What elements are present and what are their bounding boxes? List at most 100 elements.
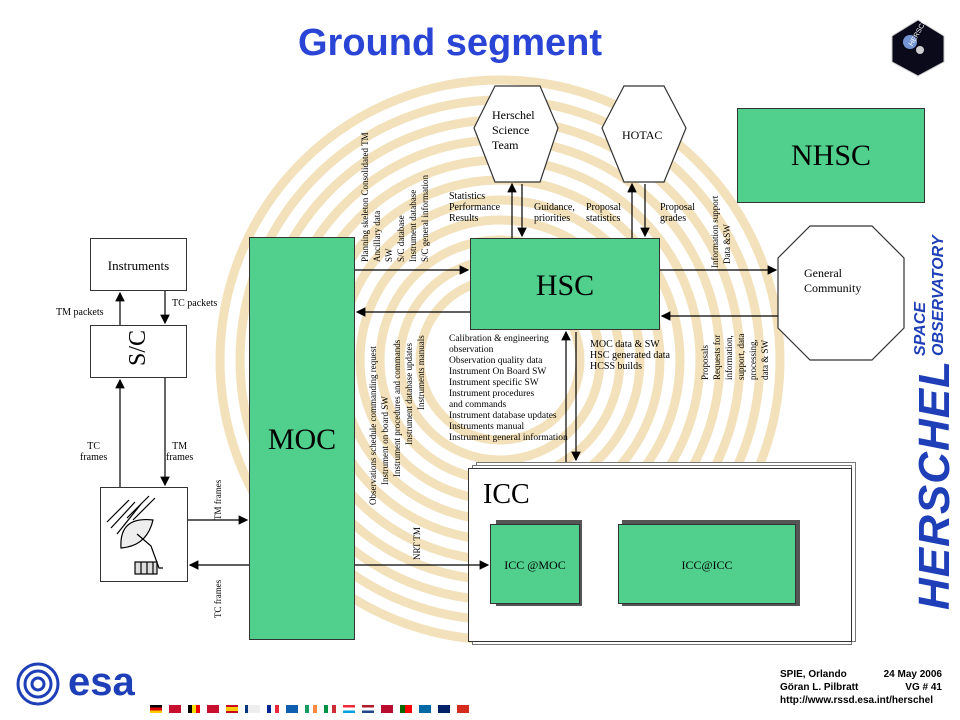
science-team-label: Herschel Science Team [492,108,535,153]
nhsc-box: NHSC [737,108,925,203]
science-team-line3: Team [492,138,519,152]
footer-vg: VG # 41 [905,682,942,693]
flag-icon [245,705,260,713]
tm-frames-left-line2: frames [166,452,194,463]
moc-data-line2: HSC generated data [590,350,670,361]
page-title: Ground segment [297,22,603,64]
tc-frames-dish-label: TC frames [213,579,223,618]
icc-moc-label: ICC @MOC [504,558,566,572]
footer-date: 24 May 2006 [883,669,942,680]
calibration-label: Calibration & engineering observation Ob… [449,334,568,444]
instruments-box: Instruments [90,238,187,291]
antenna-dish-icon [106,495,163,575]
calibration-line5: Instrument specific SW [449,378,539,388]
tm-frames-left-line1: TM [172,441,188,452]
member-flags [150,700,472,718]
esa-logo-icon [16,662,60,706]
footer-conf: SPIE, Orlando [780,669,847,680]
info-support-0: Information support [710,195,720,268]
calibration-line7: and commands [449,400,507,410]
moc-data-line1: MOC data & SW [590,339,660,350]
hsc-box: HSC [470,238,660,330]
science-team-hexagon [473,85,559,183]
nhsc-label: NHSC [790,139,872,172]
calibration-line1: Calibration & engineering [449,334,549,344]
flag-icon [400,705,412,713]
tm-frames-left-label: TM frames [166,441,193,463]
proposal-grades-label: Proposal grades [660,202,695,224]
flag-icon [362,705,374,713]
proposals-1: Requests for [712,334,722,380]
moc-to-hsc-3: S/C database [396,215,406,262]
instruments-label: Instruments [107,258,170,273]
flag-icon [305,705,317,713]
general-community-line1: General [804,266,842,280]
proposal-grades-line1: Proposal [660,202,695,213]
calibration-line8: Instrument database updates [449,411,557,421]
moc-to-hsc-5: S/C general information [420,175,430,262]
stats-line2: Performance [449,202,501,213]
footer-url[interactable]: http://www.rssd.esa.int/herschel [780,695,933,706]
space-observatory-text: SPACE OBSERVATORY [912,235,947,356]
hotac-label: HOTAC [622,128,663,142]
flag-icon [324,705,336,713]
general-community-octagon [777,225,905,361]
flag-icon [169,705,181,713]
guidance-line2: priorities [534,213,571,224]
moc-box: MOC [249,237,355,640]
proposals-0: Proposals [700,344,710,380]
icc-label: ICC [483,479,530,510]
flag-icon [381,705,393,713]
moc-to-hsc-0: Planning skeleton Consolidated TM [360,132,370,262]
flag-icon [226,705,238,713]
guidance-label: Guidance, priorities [534,202,575,224]
calibration-line4: Instrument On Board SW [449,367,547,377]
tc-frames-left-line1: TC [87,441,100,452]
stats-line1: Statistics [449,191,486,202]
ground-station-box [100,487,188,582]
flag-icon [419,705,431,713]
hsc-label: HSC [535,269,595,302]
herschel-side-text: HERSCHEL [910,359,959,610]
flag-icon [150,705,162,713]
hsc-to-moc-1: Instrument on board SW [380,396,390,485]
calibration-line10: Instrument general information [449,433,568,443]
science-team-line2: Science [492,123,530,137]
hsc-to-moc-3: Instrument database updates [404,343,414,445]
footer-author: Göran L. Pilbratt [780,682,859,693]
flag-icon [438,705,450,713]
guidance-line1: Guidance, [534,202,575,213]
moc-to-hsc-4: Instrument database [408,189,418,262]
stats-label: Statistics Performance Results [449,191,500,224]
calibration-line2: observation [449,345,494,355]
moc-data-label: MOC data & SW HSC generated data HCSS bu… [590,339,670,372]
hsc-to-moc-4: Instruments manuals [416,335,426,410]
proposals-2: information, [724,335,734,380]
sc-box: S/C [90,325,187,378]
moc-label: MOC [267,423,337,456]
tm-frames-dish-label: TM frames [213,479,223,520]
proposals-4: processing, [748,339,758,380]
calibration-line9: Instruments manual [449,422,525,432]
tc-frames-left-line2: frames [80,452,108,463]
herschel-logo [891,19,945,77]
stats-line3: Results [449,213,479,224]
nrt-tm-label: NRT TM [412,527,422,560]
icc-moc-box: ICC @MOC [490,524,580,604]
tc-packets-label: TC packets [172,298,218,309]
calibration-line3: Observation quality data [449,356,543,366]
science-team-line1: Herschel [492,108,535,122]
hotac-hexagon [601,85,687,183]
proposal-grades-line2: grades [660,213,687,224]
flag-icon [188,705,200,713]
hsc-to-moc-2: Instrument procedures and commands [392,339,402,477]
flag-icon [457,705,469,713]
proposal-stats-line1: Proposal [586,202,621,213]
tm-packets-label: TM packets [56,307,104,318]
icc-icc-label: ICC@ICC [681,558,733,572]
flag-icon [343,705,355,713]
general-community-label: General Community [804,266,861,296]
proposal-stats-label: Proposal statistics [586,202,621,224]
info-support-1: Data &SW [722,224,732,264]
